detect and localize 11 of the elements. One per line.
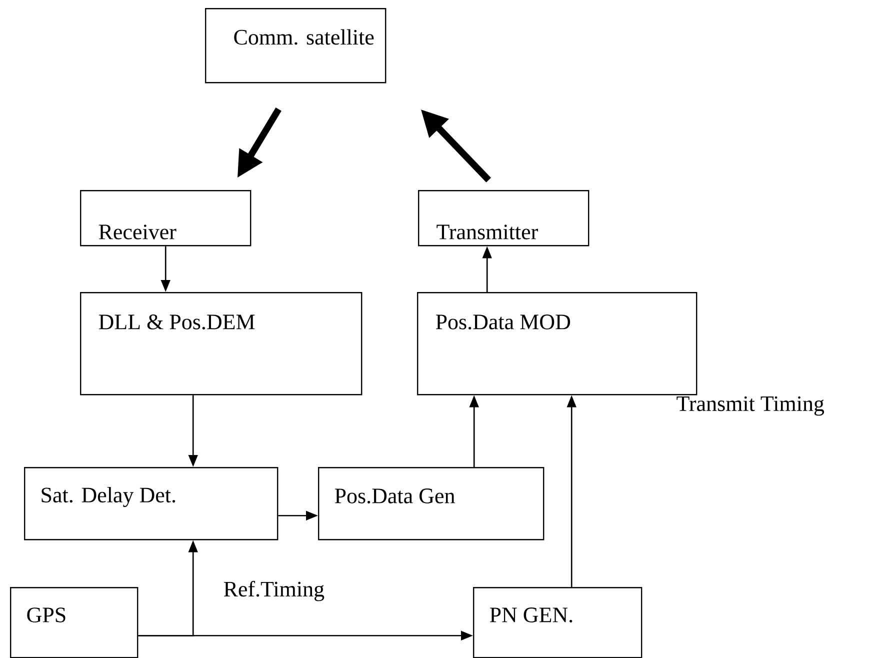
- timing-label: Ref.Timing: [224, 580, 324, 602]
- block-box: PN GEN.: [473, 587, 642, 658]
- timing-label: Transmit Timing: [676, 396, 824, 416]
- block-box: DLL & Pos.DEM: [80, 292, 362, 396]
- block-box: GPS: [10, 587, 138, 658]
- block-box: Transmitter: [418, 190, 590, 246]
- block-box: Receiver: [80, 190, 252, 246]
- block-box: Comm. satellite: [205, 8, 386, 84]
- block-box: Pos.Data Gen: [318, 467, 544, 540]
- block-box: Sat. Delay Det.: [24, 467, 278, 540]
- block-box: Pos.Data MOD: [417, 292, 698, 396]
